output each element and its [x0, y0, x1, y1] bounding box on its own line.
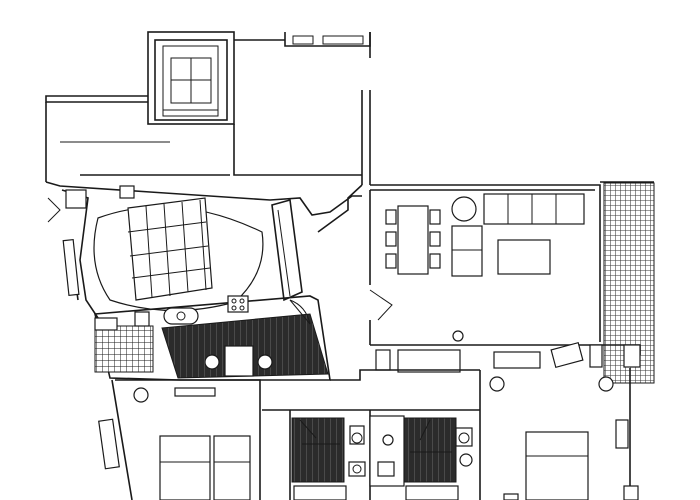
door-swing-symbol-icon — [369, 289, 393, 321]
elevator-core — [147, 31, 285, 125]
bedroom-right — [489, 376, 639, 500]
landing-walls — [45, 90, 371, 185]
sink-symbol-icon — [348, 434, 473, 477]
stair-hall — [45, 181, 362, 319]
bathrooms — [262, 409, 480, 500]
door-swing-symbol-icon — [289, 299, 311, 325]
bathtub-symbol-icon — [293, 485, 459, 500]
top-right-shaft — [284, 32, 371, 58]
bed-symbol-icon — [503, 431, 589, 500]
stair-symbol-icon — [93, 197, 264, 312]
lamp-symbol-icon — [451, 196, 477, 222]
elevator-symbol-icon — [170, 57, 212, 104]
bed-symbol-icon — [159, 435, 251, 500]
toilet-symbol-icon — [349, 425, 473, 447]
living-room — [317, 184, 601, 345]
sofa-symbol-icon — [451, 193, 585, 277]
cooktop-symbol-icon — [227, 295, 249, 313]
door-swing-symbol-icon — [299, 419, 431, 441]
bedroom-left — [98, 379, 261, 500]
sink-symbol-icon — [163, 307, 199, 325]
hall-corridor — [330, 341, 641, 500]
dining-table-symbol-icon — [385, 205, 441, 275]
kitchen — [94, 295, 331, 381]
